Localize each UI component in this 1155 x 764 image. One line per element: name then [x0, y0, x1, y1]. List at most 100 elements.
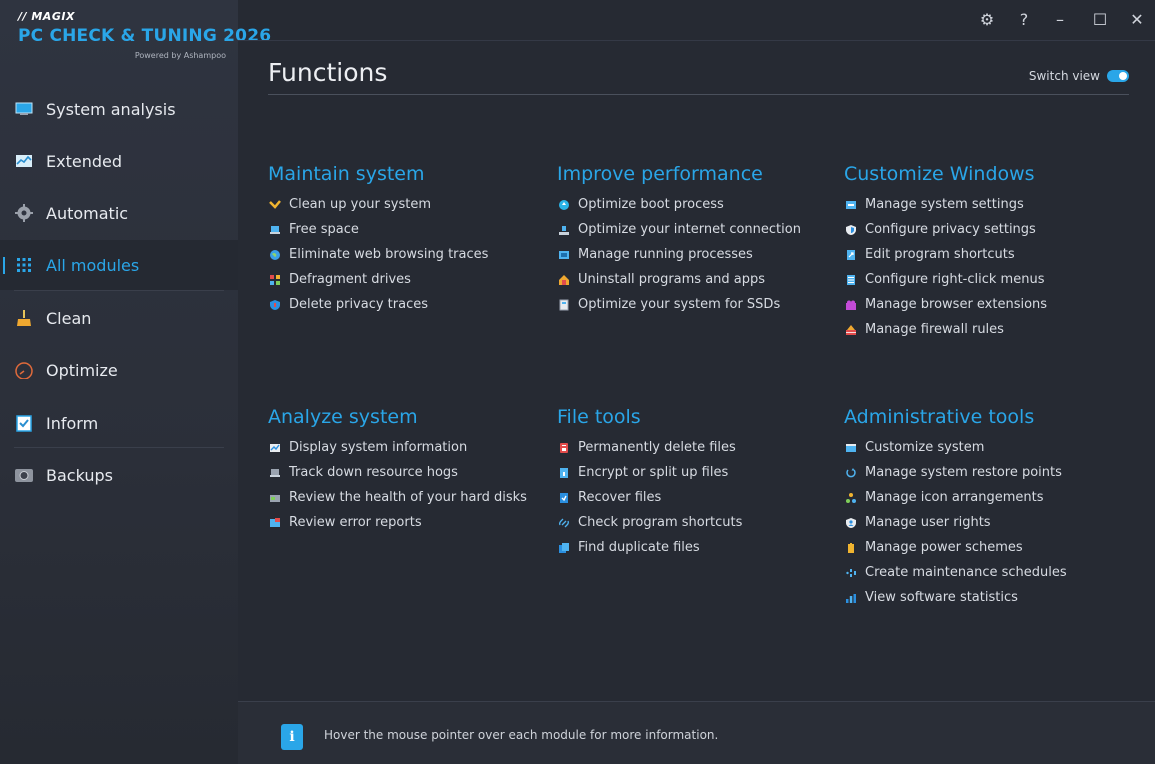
sidebar-item-optimize[interactable]: Optimize: [0, 345, 238, 395]
app-logo: // MAGIX PC CHECK & TUNING 2026 Powered …: [18, 10, 271, 70]
module-manage-icon-arrangements[interactable]: Manage icon arrangements: [844, 485, 1067, 510]
module-label: Eliminate web browsing traces: [289, 247, 489, 262]
duplicate-icon: [557, 541, 571, 555]
module-find-duplicate-files[interactable]: Find duplicate files: [557, 535, 742, 560]
sidebar-divider: [14, 290, 224, 291]
sidebar-item-label: Automatic: [46, 203, 129, 223]
gear-icon: [14, 203, 34, 223]
menu-icon: [844, 273, 858, 287]
sidebar: // MAGIX PC CHECK & TUNING 2026 Powered …: [0, 0, 271, 764]
module-manage-processes[interactable]: Manage running processes: [557, 242, 801, 267]
group-maintain-system: Maintain system Clean up your system Fre…: [268, 163, 488, 317]
error-report-icon: [268, 516, 282, 530]
module-display-system-info[interactable]: Display system information: [268, 435, 527, 460]
module-review-disk-health[interactable]: Review the health of your hard disks: [268, 485, 527, 510]
module-label: Defragment drives: [289, 272, 411, 287]
module-label: Manage firewall rules: [865, 322, 1004, 337]
module-encrypt-split-files[interactable]: Encrypt or split up files: [557, 460, 742, 485]
module-manage-browser-extensions[interactable]: Manage browser extensions: [844, 292, 1047, 317]
module-customize-system[interactable]: Customize system: [844, 435, 1067, 460]
module-configure-privacy[interactable]: Configure privacy settings: [844, 217, 1047, 242]
help-icon[interactable]: ?: [1019, 9, 1029, 29]
module-manage-system-settings[interactable]: Manage system settings: [844, 192, 1047, 217]
monitor-icon: [14, 99, 34, 119]
globe-icon: [268, 248, 282, 262]
brand-powered-by: Powered by Ashampoo: [134, 51, 226, 60]
shield-icon: [268, 298, 282, 312]
switch-view-label: Switch view: [1028, 69, 1100, 83]
module-review-error-reports[interactable]: Review error reports: [268, 510, 527, 535]
sidebar-item-backups[interactable]: Backups: [0, 450, 238, 500]
module-label: Manage user rights: [865, 515, 991, 530]
processes-icon: [557, 248, 571, 262]
uninstall-icon: [557, 273, 571, 287]
group-title: Administrative tools: [844, 406, 1035, 428]
module-manage-firewall[interactable]: Manage firewall rules: [844, 317, 1047, 342]
minimize-icon[interactable]: –: [1056, 9, 1064, 29]
module-label: Customize system: [865, 440, 985, 455]
module-create-maintenance-schedules[interactable]: Create maintenance schedules: [844, 560, 1067, 585]
sidebar-item-clean[interactable]: Clean: [0, 293, 238, 343]
sidebar-item-all-modules[interactable]: All modules: [0, 240, 238, 290]
ssd-icon: [557, 298, 571, 312]
module-check-program-shortcuts[interactable]: Check program shortcuts: [557, 510, 742, 535]
module-track-resource-hogs[interactable]: Track down resource hogs: [268, 460, 527, 485]
module-configure-context-menus[interactable]: Configure right-click menus: [844, 267, 1047, 292]
sidebar-item-label: Optimize: [46, 360, 118, 380]
module-uninstall-programs[interactable]: Uninstall programs and apps: [557, 267, 801, 292]
module-label: Free space: [289, 222, 359, 237]
maximize-icon[interactable]: ☐: [1092, 9, 1108, 29]
settings-icon[interactable]: ⚙: [979, 9, 995, 29]
sidebar-item-system-analysis[interactable]: System analysis: [0, 84, 238, 134]
broom-icon: [268, 198, 282, 212]
group-customize-windows: Customize Windows Manage system settings…: [844, 163, 1047, 342]
privacy-shield-icon: [844, 223, 858, 237]
toggle-switch[interactable]: [1107, 70, 1129, 82]
switch-view-toggle[interactable]: Switch view: [1029, 69, 1129, 83]
sidebar-item-label: Backups: [46, 465, 113, 485]
module-label: Uninstall programs and apps: [578, 272, 766, 287]
boot-icon: [557, 198, 571, 212]
module-manage-user-rights[interactable]: Manage user rights: [844, 510, 1067, 535]
puzzle-icon: [844, 298, 858, 312]
speedometer-icon: [14, 360, 34, 380]
module-label: Manage system settings: [865, 197, 1024, 212]
module-optimize-ssd[interactable]: Optimize your system for SSDs: [557, 292, 801, 317]
module-label: Permanently delete files: [578, 440, 736, 455]
module-label: Display system information: [289, 440, 468, 455]
module-edit-program-shortcuts[interactable]: Edit program shortcuts: [844, 242, 1047, 267]
sidebar-item-automatic[interactable]: Automatic: [0, 188, 238, 238]
module-manage-power-schemes[interactable]: Manage power schemes: [844, 535, 1067, 560]
user-shield-icon: [844, 516, 858, 530]
defrag-icon: [268, 273, 282, 287]
module-optimize-internet[interactable]: Optimize your internet connection: [557, 217, 801, 242]
module-free-space[interactable]: Free space: [268, 217, 488, 242]
module-delete-privacy-traces[interactable]: Delete privacy traces: [268, 292, 488, 317]
sidebar-item-extended[interactable]: Extended: [0, 136, 238, 186]
sidebar-item-label: Clean: [46, 308, 92, 328]
module-manage-restore-points[interactable]: Manage system restore points: [844, 460, 1067, 485]
module-label: Create maintenance schedules: [865, 565, 1067, 580]
module-label: Check program shortcuts: [578, 515, 743, 530]
module-eliminate-browsing-traces[interactable]: Eliminate web browsing traces: [268, 242, 488, 267]
module-defragment-drives[interactable]: Defragment drives: [268, 267, 488, 292]
system-info-icon: [268, 441, 282, 455]
module-view-software-statistics[interactable]: View software statistics: [844, 585, 1067, 610]
module-label: Find duplicate files: [578, 540, 700, 555]
restore-icon: [844, 466, 858, 480]
network-icon: [557, 223, 571, 237]
icon-arrangement-icon: [844, 491, 858, 505]
module-recover-files[interactable]: Recover files: [557, 485, 742, 510]
module-permanently-delete-files[interactable]: Permanently delete files: [557, 435, 742, 460]
footer-divider: [238, 701, 1155, 702]
group-analyze-system: Analyze system Display system informatio…: [268, 406, 527, 535]
page-title: Functions: [268, 58, 388, 87]
module-clean-up-system[interactable]: Clean up your system: [268, 192, 488, 217]
sidebar-item-label: Extended: [46, 151, 122, 171]
laptop-icon: [268, 466, 282, 480]
module-label: Edit program shortcuts: [865, 247, 1015, 262]
module-label: Optimize your system for SSDs: [578, 297, 781, 312]
sidebar-item-inform[interactable]: Inform: [0, 398, 238, 448]
module-optimize-boot[interactable]: Optimize boot process: [557, 192, 801, 217]
close-icon[interactable]: ✕: [1130, 9, 1144, 29]
